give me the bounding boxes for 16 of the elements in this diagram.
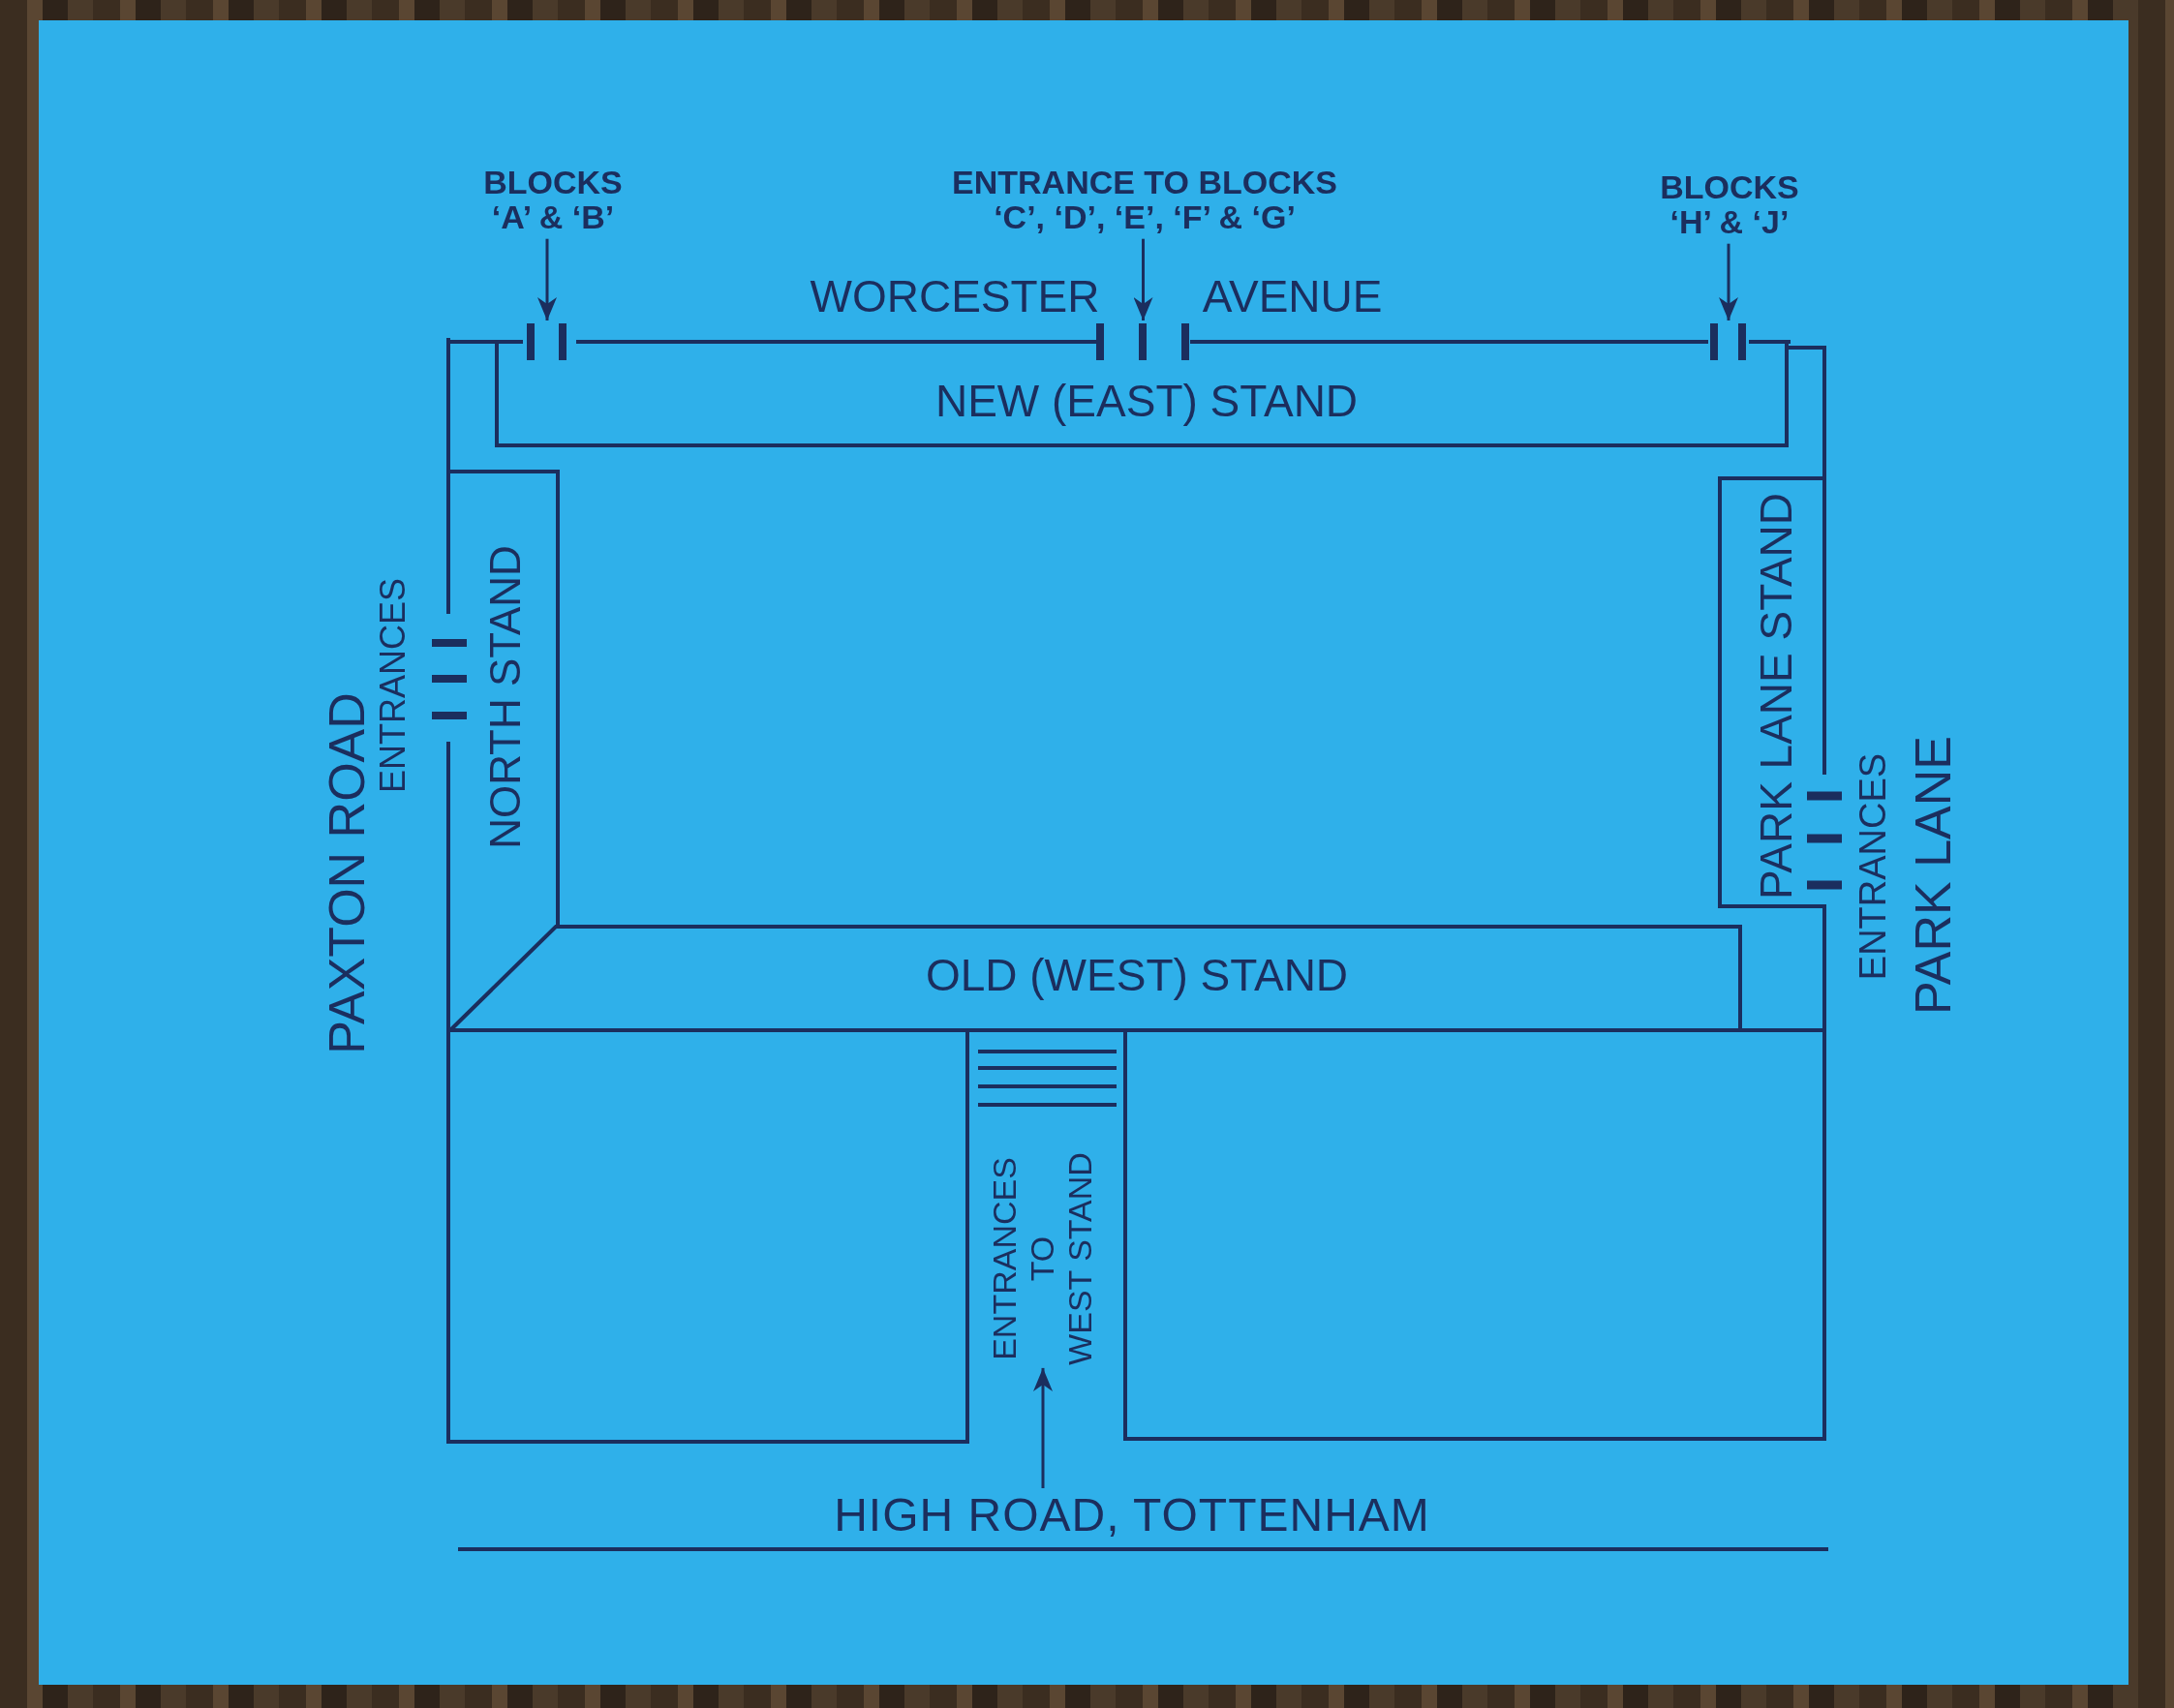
entrances-label: ENTRANCES bbox=[376, 578, 411, 793]
arrow bbox=[1719, 243, 1738, 320]
arrow bbox=[1133, 238, 1153, 320]
street-name: PAXTON ROAD bbox=[322, 692, 372, 1054]
arrow bbox=[1033, 1367, 1053, 1488]
stand-name: PARK LANE STAND bbox=[1754, 492, 1798, 900]
stand-name: NORTH STAND bbox=[484, 545, 527, 849]
street-name: HIGH ROAD, TOTTENHAM bbox=[834, 1492, 1430, 1539]
entrance-caption: ENTRANCES TO WEST STAND bbox=[986, 1152, 1100, 1365]
entrance-caption: ENTRANCE TO BLOCKS ‘C’, ‘D’, ‘E’, ‘F’ & ‘G’ bbox=[952, 166, 1337, 235]
street-name: PARK LANE bbox=[1908, 736, 1958, 1015]
entrance-caption: BLOCKS ‘H’ & ‘J’ bbox=[1660, 170, 1799, 240]
arrow bbox=[537, 238, 557, 320]
entrances-label: ENTRANCES bbox=[1854, 752, 1891, 981]
street-name: WORCESTER AVENUE bbox=[810, 274, 1383, 319]
entrance-caption: BLOCKS ‘A’ & ‘B’ bbox=[483, 166, 623, 235]
